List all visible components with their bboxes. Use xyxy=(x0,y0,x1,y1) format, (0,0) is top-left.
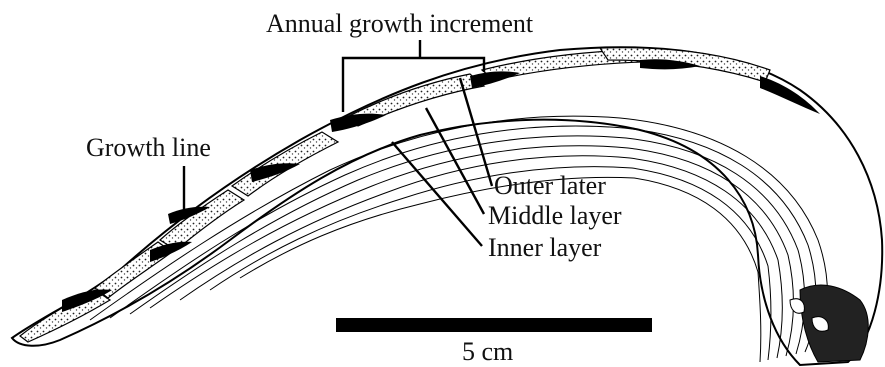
outer-layer-label: Outer later xyxy=(494,171,606,200)
scale-bar xyxy=(336,318,652,332)
annual-growth-increment-label: Annual growth increment xyxy=(266,9,534,38)
middle-layer-label: Middle layer xyxy=(488,201,622,230)
scale-bar-label: 5 cm xyxy=(462,337,513,366)
growth-line-label: Growth line xyxy=(86,133,211,162)
inner-layer-leader xyxy=(392,142,482,246)
inner-layer-label: Inner layer xyxy=(488,233,602,262)
